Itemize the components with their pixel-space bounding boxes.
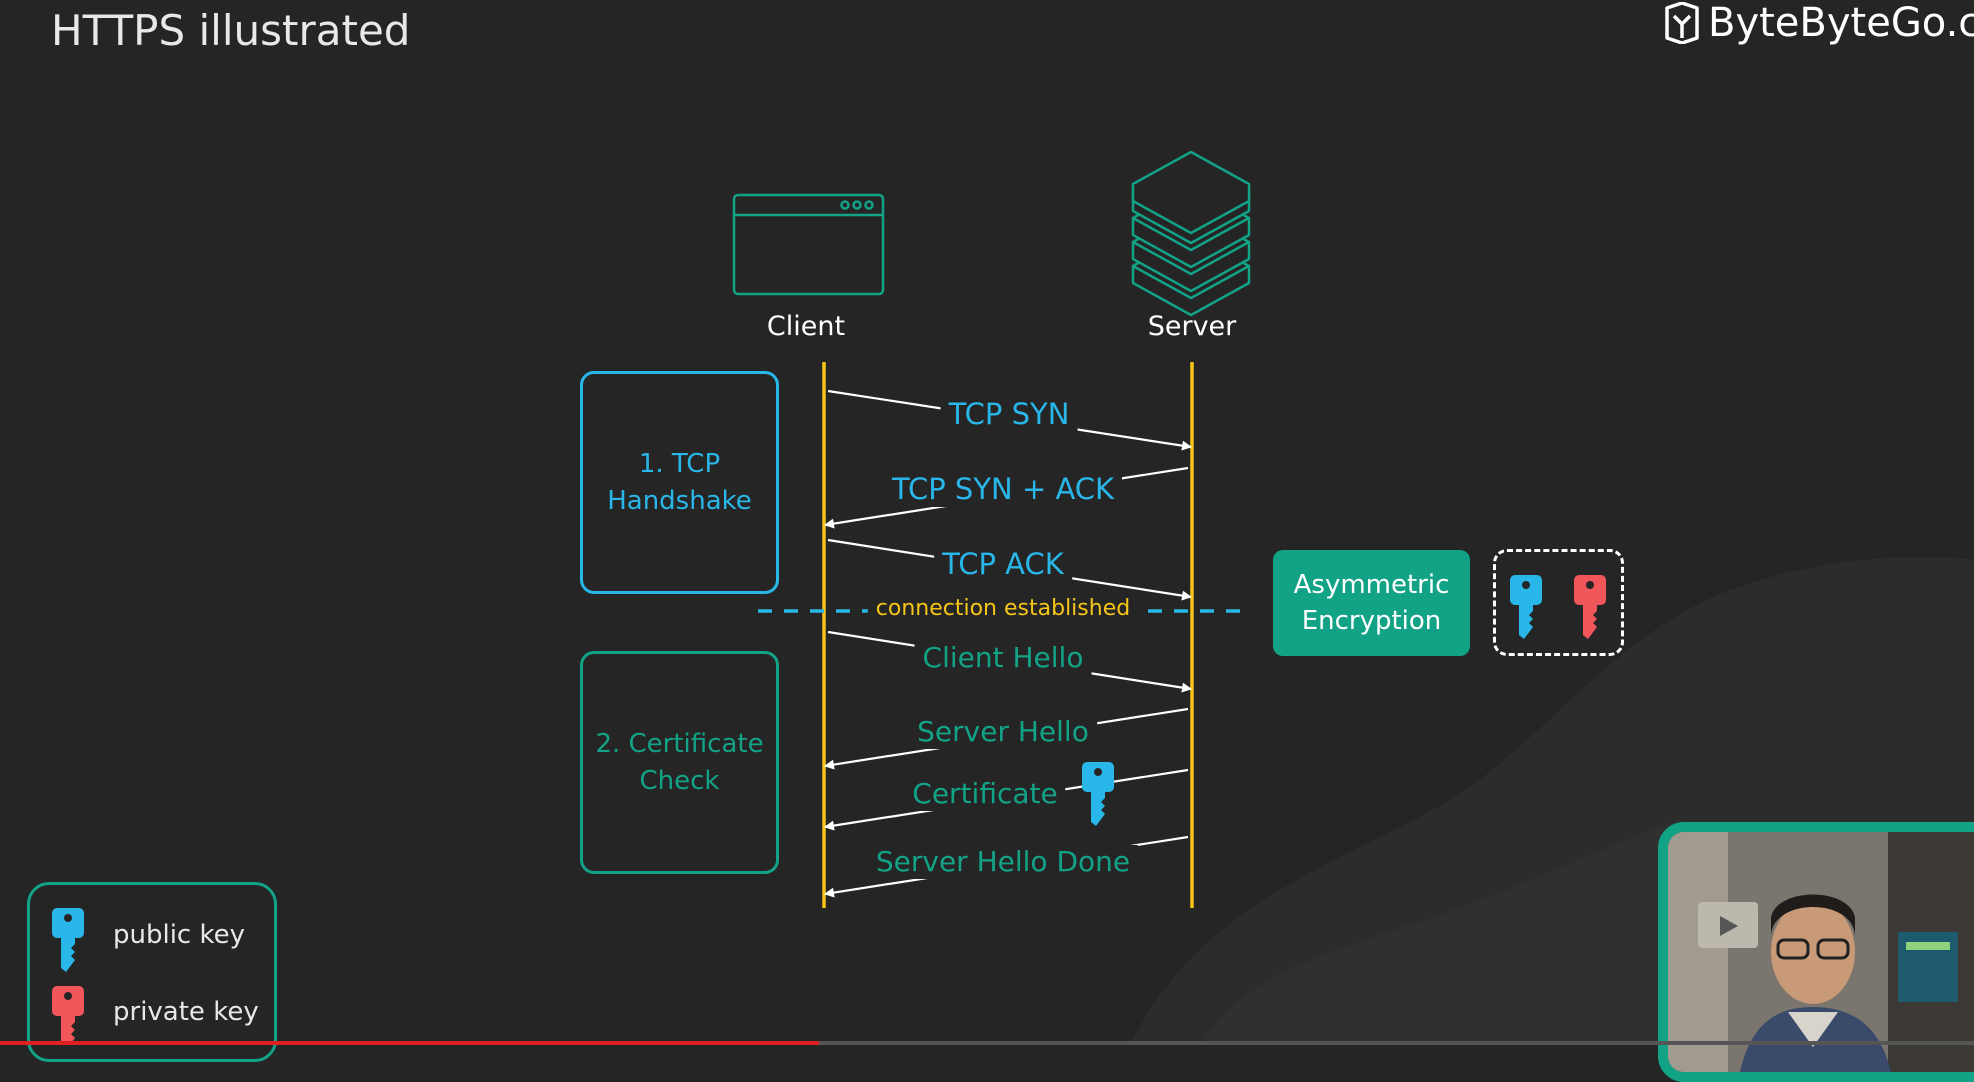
server-stack-icon [1131,150,1251,317]
brand-name: ByteByteGo.com [1708,0,1974,46]
asymmetric-encryption-box: Asymmetric Encryption [1273,550,1470,656]
background-blob [1200,820,1680,1045]
public-key-icon [1510,575,1542,639]
public-key-icon [52,908,84,972]
message-server-hello: Server Hello [909,715,1097,749]
message-tcp-syn: TCP SYN [940,397,1078,432]
client-label: Client [766,311,846,342]
brand-logo: ByteByteGo.com [1664,0,1974,46]
bytebytego-logo-icon [1665,2,1699,44]
key-pair-box [1493,549,1624,656]
connection-established-label: connection established [867,596,1139,623]
browser-window-icon [732,193,885,296]
video-progress-fill [0,1041,820,1045]
private-key-icon [1574,575,1606,639]
presenter-webcam [1658,822,1974,1082]
legend-public-key: public key [113,920,246,950]
phase-certificate-check: 2. Certificate Check [580,651,779,874]
page-title: HTTPS illustrated [51,6,411,55]
asymmetric-line1: Asymmetric [1293,569,1450,600]
phase-certificate-check-line2: Check [639,765,720,796]
message-server-hello-done: Server Hello Done [867,845,1139,879]
message-client-hello: Client Hello [914,641,1092,675]
asymmetric-line2: Encryption [1301,606,1442,636]
private-key-icon [52,986,84,1045]
message-certificate: Certificate [904,777,1066,811]
phase-tcp-handshake-line1: 1. TCP [638,449,721,480]
message-tcp-syn-ack: TCP SYN + ACK [883,472,1123,507]
server-label: Server [1147,311,1237,342]
presenter-video-frame [1668,832,1974,1072]
play-button-icon [1720,916,1738,936]
message-tcp-ack: TCP ACK [934,547,1072,582]
video-progress-bar[interactable] [0,1041,1974,1045]
phase-tcp-handshake: 1. TCP Handshake [580,371,779,594]
phase-tcp-handshake-line2: Handshake [607,485,752,516]
public-key-icon [1082,762,1114,826]
phase-certificate-check-line1: 2. Certificate [595,729,764,760]
legend-private-key: private key [113,997,259,1027]
legend [27,882,277,1062]
